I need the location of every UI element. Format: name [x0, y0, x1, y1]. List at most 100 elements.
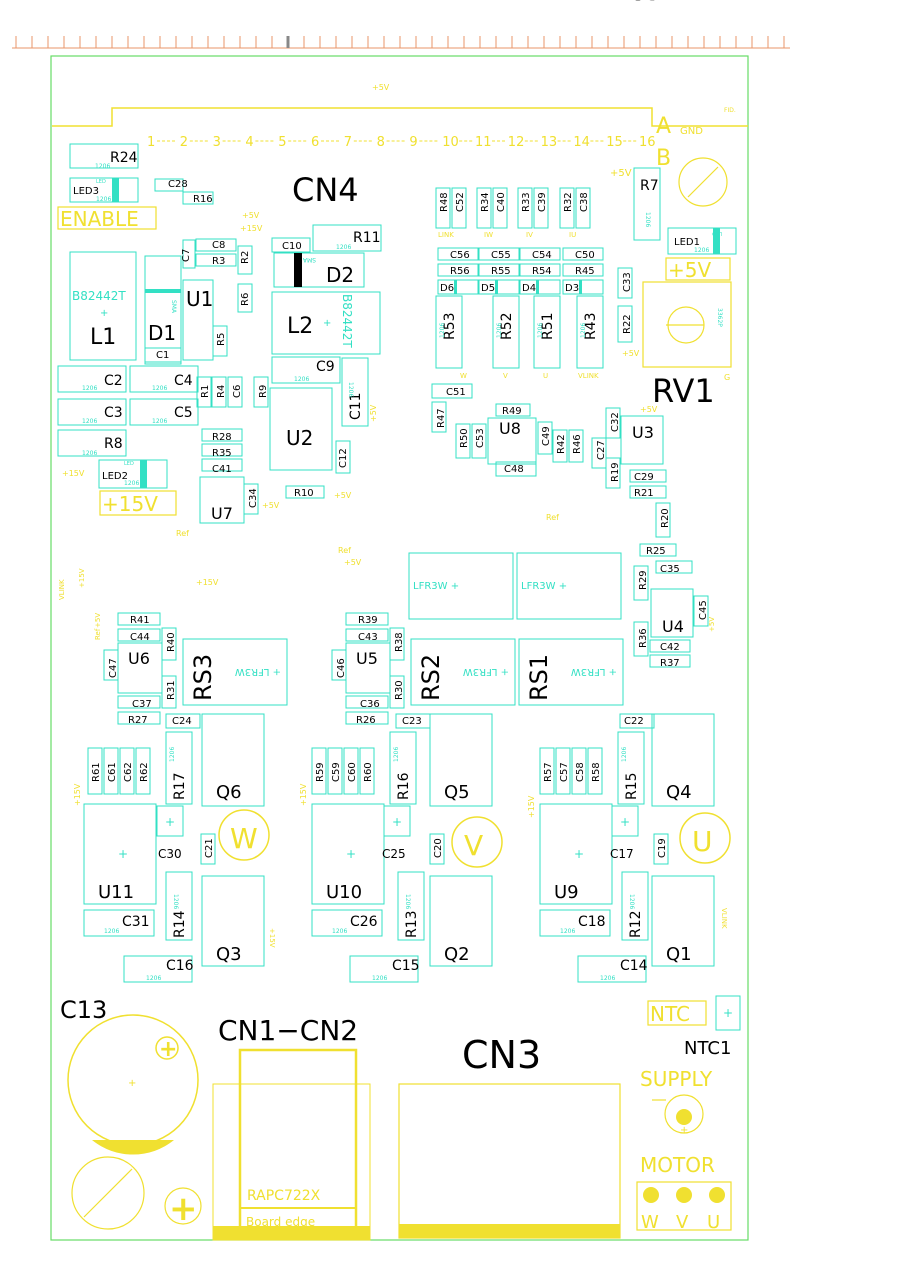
r56-designator: R56	[450, 266, 470, 277]
led3-designator: LED3	[73, 186, 99, 197]
d2-designator: D2	[326, 263, 354, 287]
r13-designator: R13	[404, 910, 420, 938]
r24-designator: R24	[110, 150, 138, 166]
c19-designator: C19	[657, 838, 668, 858]
u9-plus: +	[574, 847, 584, 861]
d1-value: SMA	[170, 300, 177, 314]
r49-designator: R49	[502, 406, 522, 417]
c8-footprint	[195, 238, 237, 252]
r53-footprint	[435, 295, 463, 369]
r2-designator: R2	[240, 251, 251, 264]
cn4-pin-9: 9	[409, 135, 417, 150]
rail-label-23: IU	[569, 231, 576, 239]
r13-footprint	[397, 871, 425, 941]
top-ruler	[12, 36, 790, 49]
c6-designator: C6	[232, 385, 243, 398]
c50-footprint	[562, 247, 604, 261]
rv1-label: RV1	[652, 372, 715, 410]
r16b-package: 1206	[393, 747, 400, 762]
q2-designator: Q2	[444, 944, 470, 965]
component-footprints	[57, 143, 737, 983]
cn4-pin-8: 8	[377, 135, 385, 150]
rail-label-27: VLINK	[578, 372, 599, 380]
r43-footprint	[576, 295, 604, 369]
c53-footprint	[471, 423, 487, 459]
rs5-footprint	[516, 552, 622, 620]
r61-designator: R61	[91, 762, 102, 782]
c36-footprint	[345, 695, 389, 709]
q5-designator: Q5	[444, 782, 470, 803]
c40-designator: C40	[496, 192, 507, 212]
rs2-designator: RS2	[417, 654, 445, 701]
u2-designator: U2	[286, 426, 313, 450]
c30-designator: C30	[158, 847, 182, 861]
rv1-trimmer	[642, 281, 732, 368]
svg-text:+: +	[723, 1006, 733, 1020]
u9-designator: U9	[554, 882, 579, 903]
c37-footprint	[117, 695, 161, 709]
c43-designator: C43	[358, 632, 378, 643]
cn1-board-edge-text: Board edge	[246, 1215, 315, 1229]
led3-package: 1206	[96, 196, 111, 203]
d1-designator: D1	[148, 321, 176, 345]
c49-footprint	[537, 421, 553, 455]
supply-terminal: +	[652, 1094, 704, 1136]
c35-footprint	[655, 560, 693, 574]
r48-footprint	[435, 187, 451, 229]
c39-designator: C39	[537, 192, 548, 212]
l1-value: B82442T	[72, 289, 126, 303]
c59-designator: C59	[331, 762, 342, 782]
rail-label-7: +15V	[62, 469, 85, 478]
rs5-designator: RS5	[614, 0, 661, 6]
c3-footprint	[57, 398, 127, 426]
r12-package: 1206	[628, 894, 635, 909]
c13-label: C13	[60, 996, 107, 1024]
cn4-pin-10: 10	[442, 135, 459, 150]
q3-designator: Q3	[216, 944, 242, 965]
c48-designator: C48	[504, 464, 524, 475]
c17-designator: C17	[610, 847, 634, 861]
c24-designator: C24	[172, 716, 192, 727]
c29-footprint	[629, 469, 667, 483]
cn1-cn2-connector	[212, 1048, 371, 1241]
rail-label-8: +5V	[334, 491, 352, 500]
rail-label-9: +5V	[262, 501, 280, 510]
c30-polarity: +	[165, 815, 175, 829]
c41-footprint	[201, 458, 243, 472]
rv1-g-label: G	[724, 373, 730, 382]
c26-footprint	[311, 909, 383, 937]
r33-footprint	[517, 187, 533, 229]
r55-footprint	[478, 263, 520, 277]
c9-designator: C9	[316, 359, 335, 375]
c12-designator: C12	[338, 448, 349, 468]
mount-hole-bottom-left: +	[71, 1156, 202, 1230]
r3-footprint	[195, 253, 237, 267]
rail-label-13: +5V	[344, 558, 362, 567]
c1-footprint	[144, 347, 182, 363]
r53-designator: R53	[442, 312, 458, 340]
r7-footprint	[633, 167, 661, 241]
c35-designator: C35	[660, 564, 680, 575]
r61-footprint	[87, 747, 103, 795]
led2-package: 1206	[124, 480, 139, 487]
rail-label-16: +15V	[78, 568, 86, 588]
c32-footprint	[605, 407, 621, 439]
c7-footprint	[182, 239, 196, 269]
u10-designator: U10	[326, 882, 362, 903]
cn4-pin-2: 2	[180, 135, 188, 150]
r45-footprint	[562, 263, 604, 277]
r16-designator: R16	[193, 194, 213, 205]
r51-designator: R51	[540, 312, 556, 340]
c4-footprint	[129, 365, 199, 393]
rail-label-25: V	[503, 372, 508, 380]
cn4-pin-6: 6	[311, 135, 319, 150]
plus5v-led-label: +5V	[665, 257, 731, 282]
led2-designator: LED2	[102, 471, 128, 482]
c62-footprint	[119, 747, 135, 795]
rs2-footprint	[410, 638, 516, 706]
rs3-designator: RS3	[189, 654, 217, 701]
r26-designator: R26	[356, 715, 376, 726]
r4-designator: R4	[216, 385, 227, 398]
u9-footprint	[539, 803, 613, 905]
c33-footprint	[617, 267, 633, 299]
